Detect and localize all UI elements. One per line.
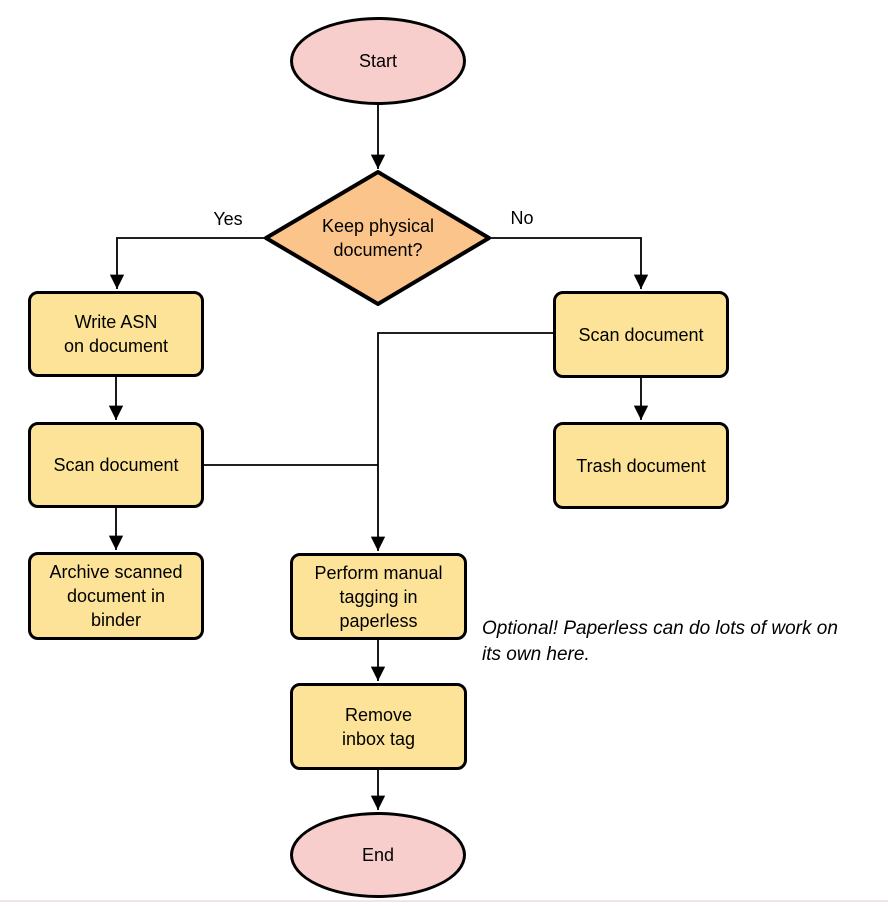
node-archive-in-binder: Archive scanned document in binder [28, 552, 204, 640]
edge-no-decision-to-scan-right [490, 237, 649, 289]
node-manual-tagging: Perform manual tagging in paperless [290, 553, 467, 640]
node-scan-left-label: Scan document [53, 455, 179, 475]
node-tagging-label: Perform manual tagging in paperless [314, 562, 443, 631]
node-trash-label: Trash document [576, 455, 706, 476]
node-write-asn: Write ASN on document [28, 291, 204, 377]
node-start: Start [290, 17, 466, 105]
node-archive-label: Archive scanned document in binder [49, 562, 183, 630]
node-trash-document: Trash document [553, 422, 729, 509]
node-write-asn-label: Write ASN on document [63, 312, 169, 356]
decision-keep-physical-shape [264, 170, 491, 306]
edge-yes-decision-to-write-asn [109, 237, 265, 289]
node-start-label: Start [358, 51, 397, 71]
node-remove-inbox-tag: Remove inbox tag [290, 683, 467, 770]
edge-label-no: No [510, 208, 534, 228]
node-end-label: End [361, 845, 395, 865]
node-decision-label: Keep physical document? [321, 216, 435, 260]
node-end: End [290, 812, 466, 898]
edge-scan-right-to-tagging [370, 332, 553, 551]
node-remove-inbox-label: Remove inbox tag [341, 704, 416, 749]
node-decision-keep-physical: Keep physical document? [293, 214, 463, 262]
edge-label-yes: Yes [213, 209, 243, 229]
page-bottom-rule [0, 900, 888, 902]
node-scan-document-left: Scan document [28, 422, 204, 508]
annotation-optional-note: Optional! Paperless can do lots of work … [482, 618, 838, 665]
node-scan-right-label: Scan document [578, 324, 704, 345]
node-scan-document-right: Scan document [553, 291, 729, 378]
